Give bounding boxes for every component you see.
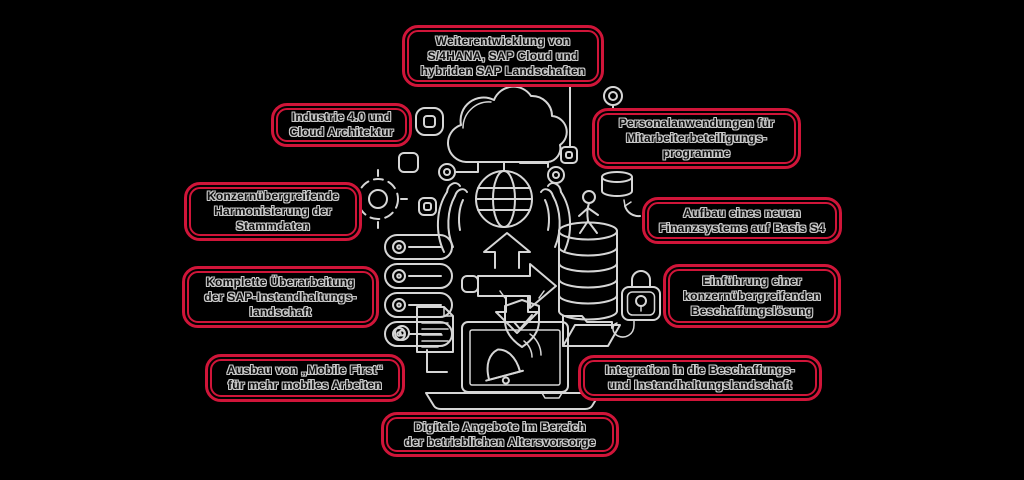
box-instandhaltung: Komplette Überarbeitung der SAP-Instandh…: [182, 266, 379, 328]
box-inner-border: Aufbau eines neuen Finanzsystems auf Bas…: [647, 202, 837, 239]
box-inner-border: Ausbau von „Mobile First“ für mehr mobil…: [210, 359, 400, 397]
box-inner-border: Weiterentwicklung von S/4HANA, SAP Cloud…: [407, 30, 599, 82]
person-icon: [579, 191, 598, 233]
box-inner-border: Komplette Überarbeitung der SAP-Instandh…: [187, 271, 374, 323]
box-label: Integration in die Beschaffungs- und Ins…: [605, 363, 795, 392]
box-finanzsystem: Aufbau eines neuen Finanzsystems auf Bas…: [642, 197, 842, 244]
box-beschaffung: Einführung einer konzernübergreifenden B…: [663, 264, 841, 328]
padlock-icon: [613, 271, 660, 337]
curved-arrow-icon: [624, 200, 640, 216]
box-label: Digitale Angebote im Bereich der betrieb…: [404, 419, 596, 449]
box-label: Aufbau eines neuen Finanzsystems auf Bas…: [659, 205, 825, 235]
box-altersvorsorge: Digitale Angebote im Bereich der betrieb…: [381, 412, 619, 457]
hands-icon: [438, 183, 570, 252]
box-inner-border: Einführung einer konzernübergreifenden B…: [668, 269, 836, 323]
box-label: Ausbau von „Mobile First“ für mehr mobil…: [226, 363, 384, 392]
box-personal: Personalanwendungen für Mitarbeiterbetei…: [592, 108, 801, 169]
box-inner-border: Konzernübergreifende Harmonisierung der …: [189, 187, 357, 236]
box-label: Personalanwendungen für Mitarbeiterbetei…: [618, 116, 775, 160]
box-label: Einführung einer konzernübergreifenden B…: [683, 273, 821, 318]
folder-icon: [563, 316, 620, 346]
circuit-nodes-icon: [395, 87, 622, 372]
box-inner-border: Digitale Angebote im Bereich der betrieb…: [386, 417, 614, 452]
box-inner-border: Integration in die Beschaffungs- und Ins…: [583, 360, 817, 396]
box-weiterentwicklung: Weiterentwicklung von S/4HANA, SAP Cloud…: [402, 25, 604, 87]
box-label: Industrie 4.0 und Cloud Architektur: [289, 110, 394, 139]
box-label: Weiterentwicklung von S/4HANA, SAP Cloud…: [420, 33, 586, 78]
box-inner-border: Industrie 4.0 und Cloud Architektur: [276, 108, 407, 142]
money-cylinder-icon: [602, 172, 632, 196]
coin-stack-icon: [559, 223, 617, 320]
document-icon: [417, 307, 453, 352]
globe-icon: [476, 171, 532, 227]
box-label: Komplette Überarbeitung der SAP-Instandh…: [204, 274, 357, 319]
notification-bell-icon: [479, 334, 541, 388]
box-label: Konzernübergreifende Harmonisierung der …: [206, 189, 339, 233]
box-integration: Integration in die Beschaffungs- und Ins…: [578, 355, 822, 401]
box-inner-border: Personalanwendungen für Mitarbeiterbetei…: [597, 113, 796, 164]
sync-arrows-icon: [478, 233, 556, 333]
box-harmonisierung: Konzernübergreifende Harmonisierung der …: [184, 182, 362, 241]
box-industrie40: Industrie 4.0 und Cloud Architektur: [271, 103, 412, 147]
box-mobilefirst: Ausbau von „Mobile First“ für mehr mobil…: [205, 354, 405, 402]
laptop-icon: [426, 322, 600, 409]
shield-check-icon: [500, 291, 544, 347]
cloud-icon: [448, 87, 567, 162]
